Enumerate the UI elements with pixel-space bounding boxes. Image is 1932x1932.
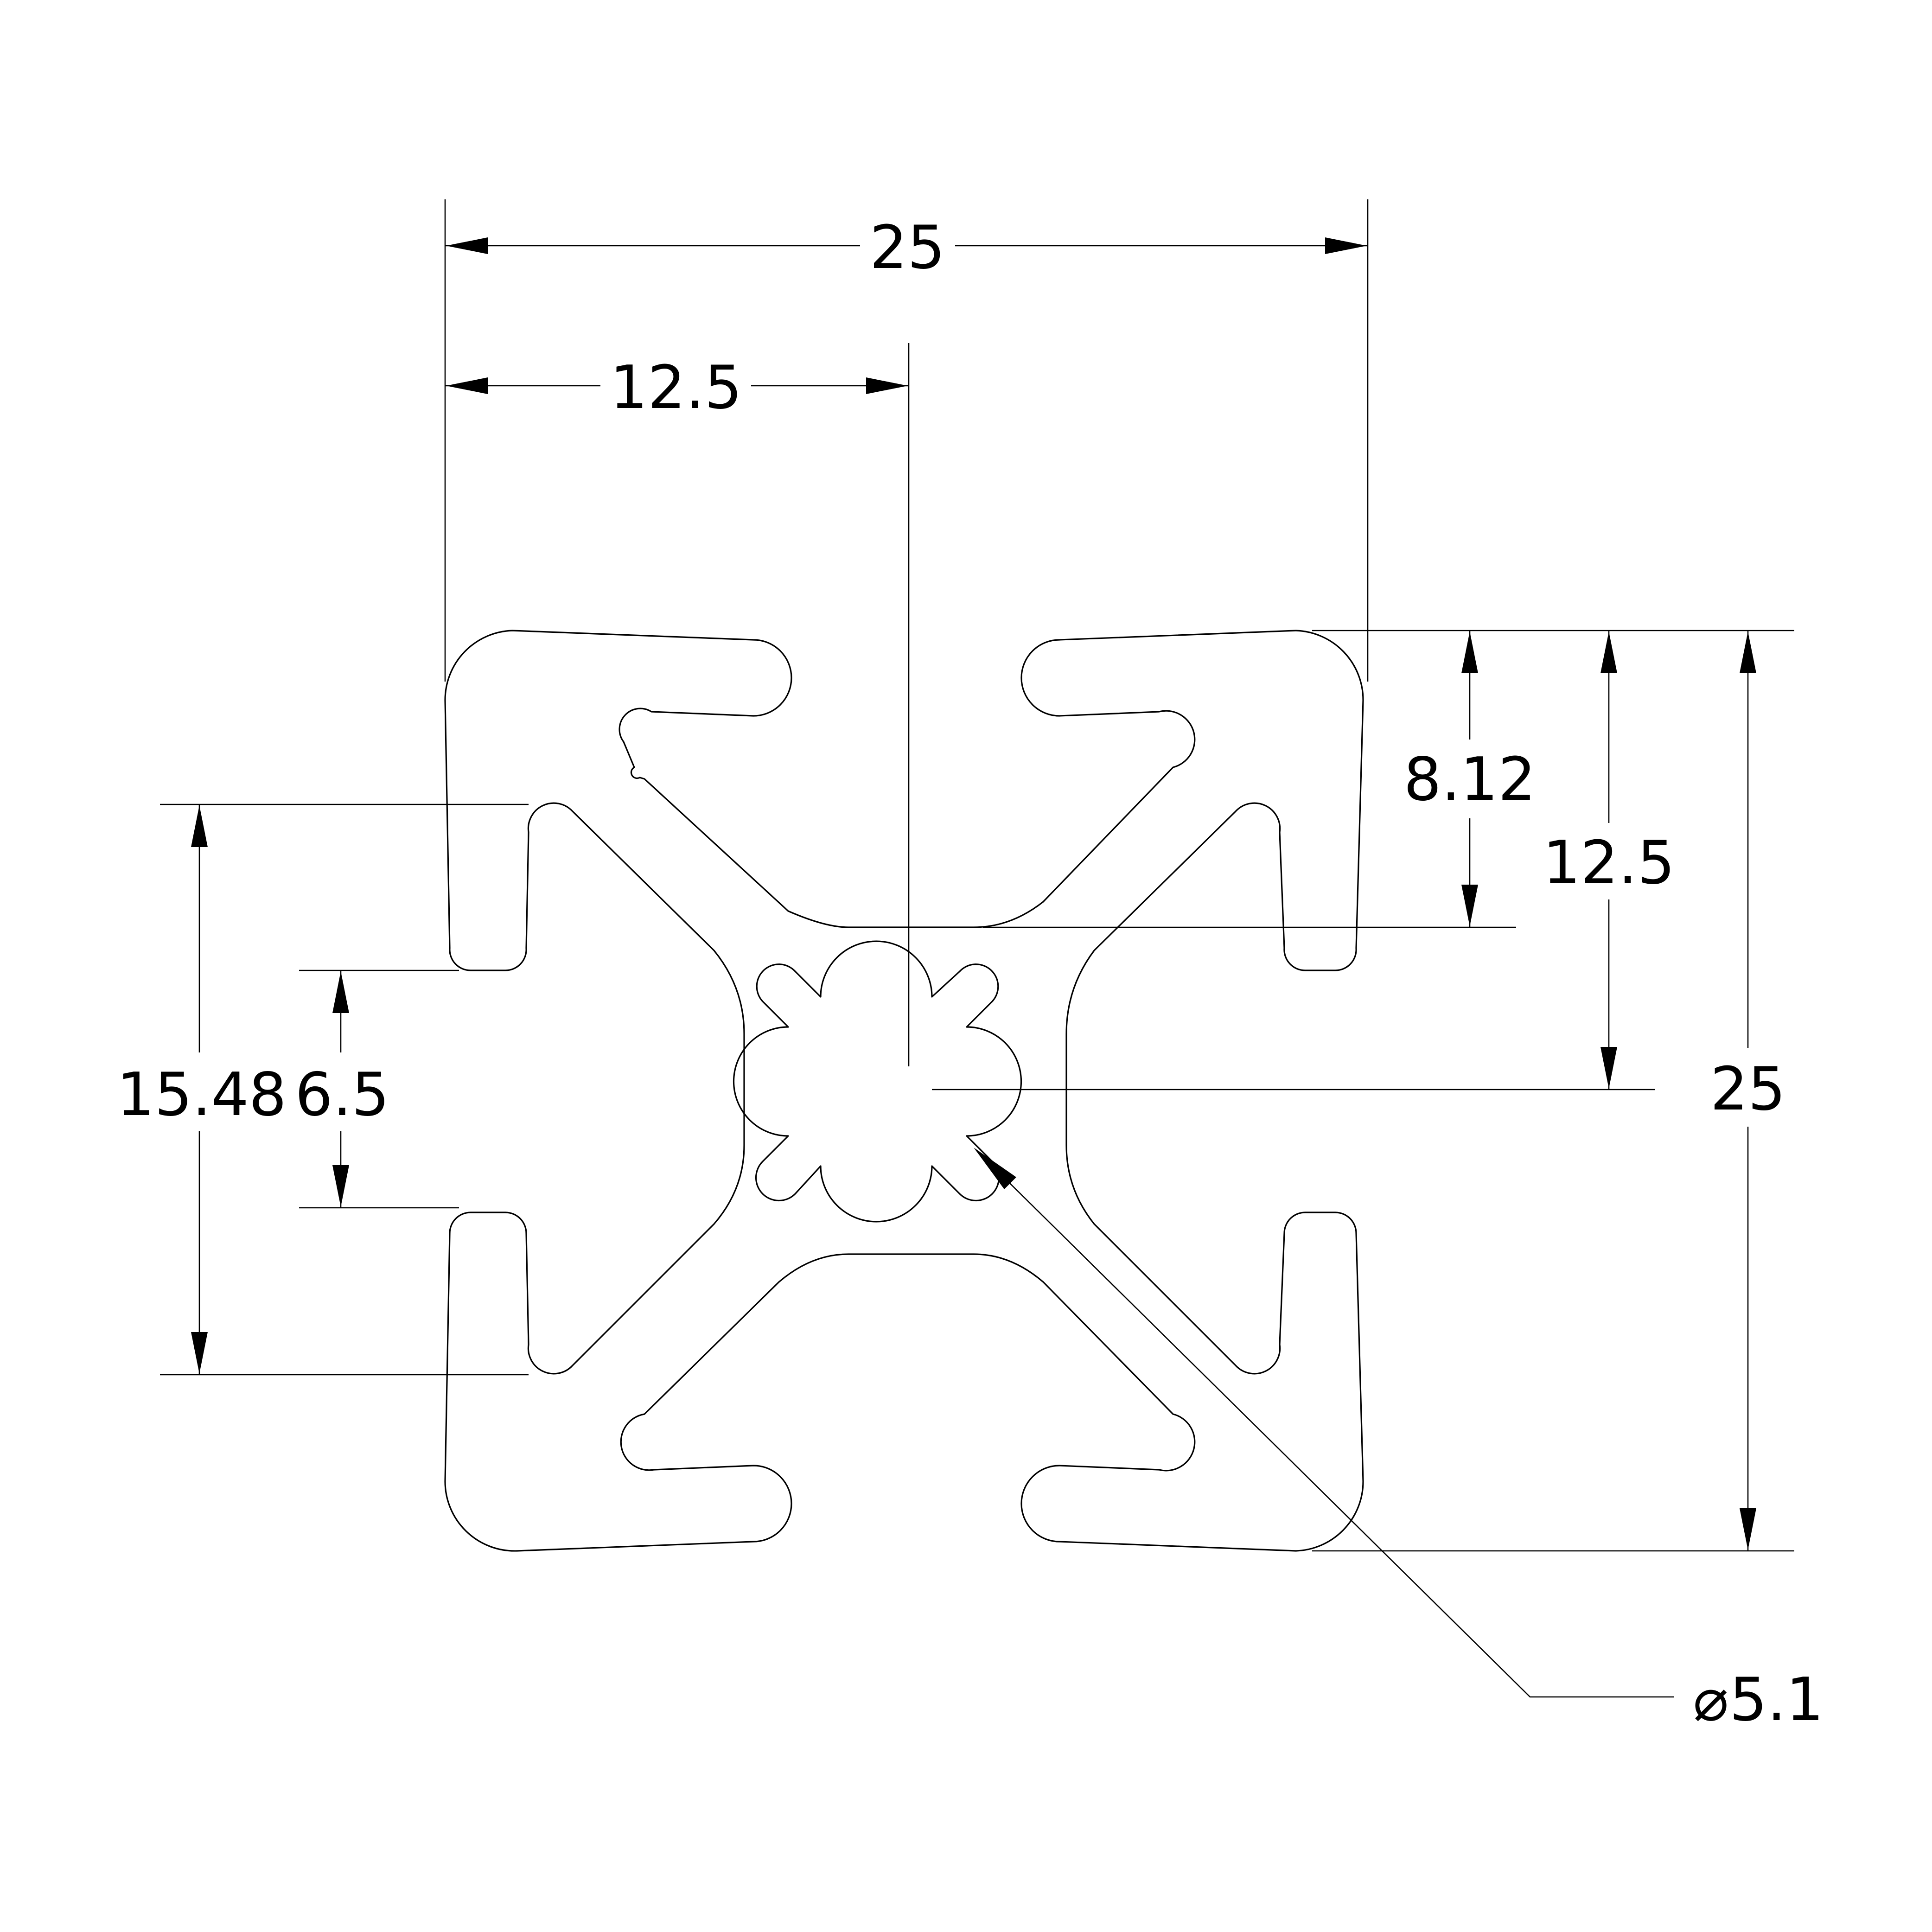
arrow-down <box>1600 1047 1617 1089</box>
dim-label-overall-width: 25 <box>870 213 945 282</box>
extension-lines <box>160 199 1794 1552</box>
dimension-lines <box>198 245 1749 1698</box>
arrow-down <box>191 1332 208 1374</box>
arrow-leader <box>974 1148 1016 1189</box>
arrow-left <box>446 237 488 254</box>
arrow-down <box>1740 1508 1756 1550</box>
outline-corner-top-left <box>444 630 1364 1552</box>
center-bore-outline <box>733 940 1022 1223</box>
arrow-up <box>191 805 208 847</box>
dim-label-slot-opening: 6.5 <box>295 1060 389 1129</box>
dim-label-slot-depth: 8.12 <box>1404 745 1536 814</box>
arrow-down <box>332 1165 349 1207</box>
arrow-right <box>866 377 908 394</box>
leader-line-center-bore <box>976 1149 1674 1698</box>
dim-label-half-height: 12.5 <box>1543 829 1675 898</box>
dim-label-overall-height: 25 <box>1710 1055 1786 1124</box>
arrow-right <box>1325 237 1367 254</box>
arrow-down <box>1461 885 1478 926</box>
arrow-up <box>1600 631 1617 673</box>
arrow-left <box>446 377 488 394</box>
diameter-symbol: ⌀ <box>1693 1665 1728 1734</box>
dim-label-slot-span: 15.48 <box>117 1060 287 1129</box>
arrowheads <box>191 237 1756 1550</box>
dim-label-center-bore: 5.1 <box>1729 1665 1824 1734</box>
dimension-labels: 25 12.5 8.12 12.5 25 15.48 6.5 ⌀ 5.1 <box>117 213 1824 1734</box>
arrow-up <box>332 971 349 1013</box>
dim-label-half-width: 12.5 <box>610 353 742 422</box>
extrusion-profile <box>444 630 1364 1552</box>
arrow-up <box>1740 631 1756 673</box>
arrow-up <box>1461 631 1478 673</box>
